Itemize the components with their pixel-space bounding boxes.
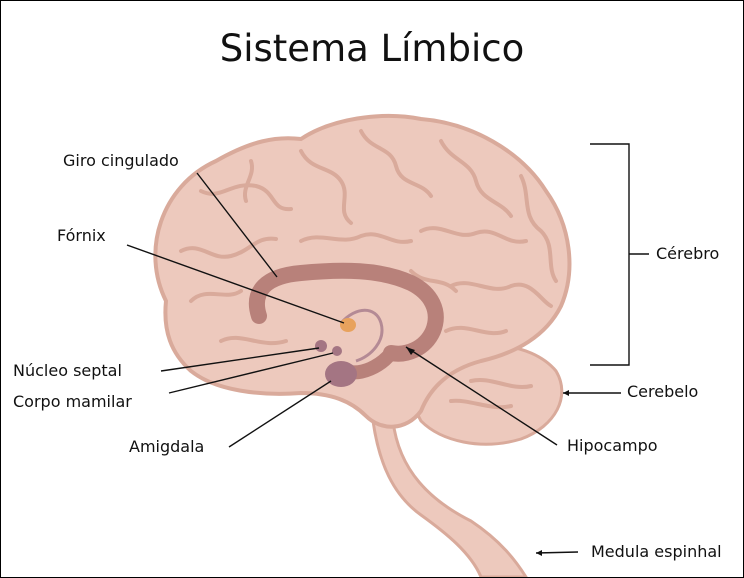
label-hipocampo: Hipocampo — [567, 437, 658, 455]
fornix-highlight — [340, 318, 356, 332]
label-cerebelo: Cerebelo — [627, 383, 698, 401]
arrowhead-medula — [536, 550, 542, 556]
label-cerebro: Cérebro — [656, 245, 719, 263]
amygdala-shape — [325, 361, 357, 387]
label-medula-espinhal: Medula espinhal — [591, 543, 722, 561]
label-fornix: Fórnix — [57, 227, 106, 245]
septal-nucleus — [315, 340, 327, 352]
label-amigdala: Amigdala — [129, 438, 204, 456]
label-corpo-mamilar: Corpo mamilar — [13, 393, 132, 411]
label-nucleo-septal: Núcleo septal — [13, 362, 122, 380]
label-giro-cingulado: Giro cingulado — [63, 152, 179, 170]
arrowhead-cerebelo — [563, 390, 569, 396]
mammillary-body — [332, 346, 342, 356]
